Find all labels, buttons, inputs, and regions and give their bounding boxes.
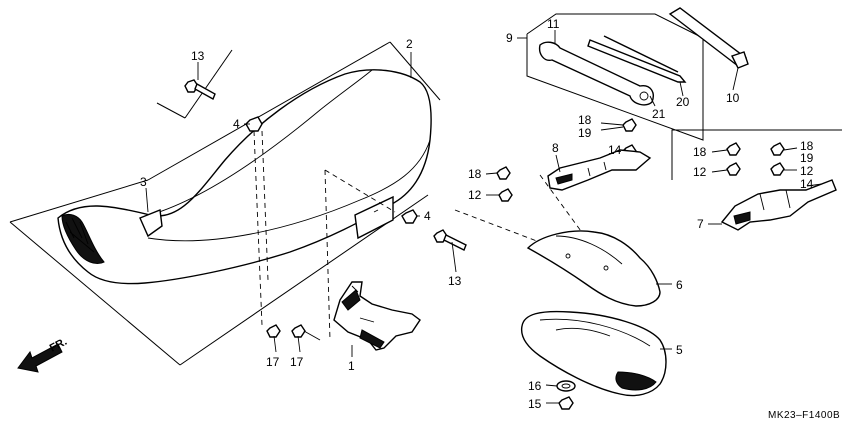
seat-assembly — [57, 69, 432, 285]
callout-10: 10 — [726, 91, 740, 105]
stay-bracket-7 — [720, 179, 837, 231]
bolt-17-right — [291, 324, 321, 341]
callout-leaders — [145, 30, 823, 404]
stay-bracket-8 — [547, 149, 652, 191]
callout-4-lower: 4 — [424, 209, 431, 223]
callout-19-right-b: 19 — [800, 151, 814, 165]
nut-15 — [558, 396, 574, 410]
callout-16: 16 — [528, 379, 542, 393]
callout-19-top: 19 — [578, 126, 592, 140]
bolt-18-upper — [622, 118, 637, 132]
callout-4-upper: 4 — [233, 117, 240, 131]
callout-18-right-b: 18 — [800, 139, 814, 153]
callout-12-right-b: 12 — [800, 164, 814, 178]
nut-12-right-b — [770, 162, 785, 176]
toolkit-outline — [526, 13, 704, 141]
nut-12-right-a — [726, 162, 741, 176]
callout-20: 20 — [676, 95, 690, 109]
callout-17-left: 17 — [266, 355, 280, 369]
bolt-18-right-a — [726, 142, 741, 156]
front-direction-label: FR. — [48, 336, 69, 355]
callout-5: 5 — [676, 343, 683, 357]
callout-1: 1 — [348, 359, 355, 373]
callout-13-lower: 13 — [448, 274, 462, 288]
callout-18-top: 18 — [578, 113, 592, 127]
bolt-18-left — [496, 166, 511, 180]
callout-18-left: 18 — [468, 167, 482, 181]
callout-9: 9 — [506, 31, 513, 45]
seat-cover-6 — [526, 230, 661, 307]
callout-8: 8 — [552, 141, 559, 155]
callout-13-upper: 13 — [191, 49, 205, 63]
callout-21: 21 — [652, 107, 666, 121]
tool-wrench — [538, 41, 654, 106]
diagram-code: MK23–F1400B — [768, 410, 840, 421]
callout-7: 7 — [697, 217, 704, 231]
washer-16 — [556, 380, 576, 392]
callout-11: 11 — [547, 17, 560, 31]
seat-hook-bracket — [333, 281, 421, 351]
callout-6: 6 — [676, 278, 683, 292]
bolt-18-right-b — [770, 142, 785, 156]
callout-12-left: 12 — [468, 188, 482, 202]
seat-pad-5 — [520, 310, 667, 397]
callout-3: 3 — [140, 175, 147, 189]
bolt-13-upper — [184, 79, 216, 100]
callout-17-right: 17 — [290, 355, 304, 369]
tool-screwdriver — [587, 35, 687, 83]
callout-2: 2 — [406, 37, 413, 51]
right-group-outline — [671, 129, 842, 180]
callout-14-upper: 14 — [608, 143, 622, 157]
callout-18-right-a: 18 — [693, 145, 707, 159]
tool-tube-wrench — [668, 7, 749, 69]
callout-15: 15 — [528, 397, 542, 411]
nut-12-left — [498, 188, 513, 202]
bolt-17-left — [266, 324, 281, 338]
front-direction-arrow: FR. — [17, 336, 69, 373]
bolt-13-lower — [433, 229, 467, 251]
callout-14-right: 14 — [800, 177, 814, 191]
seat-nut-lower — [401, 209, 418, 224]
callout-numbers: 13 2 3 4 4 13 17 17 1 9 11 10 20 21 18 1… — [140, 17, 814, 411]
callout-12-right-a: 12 — [693, 165, 707, 179]
seat-frame-outline — [9, 41, 441, 366]
